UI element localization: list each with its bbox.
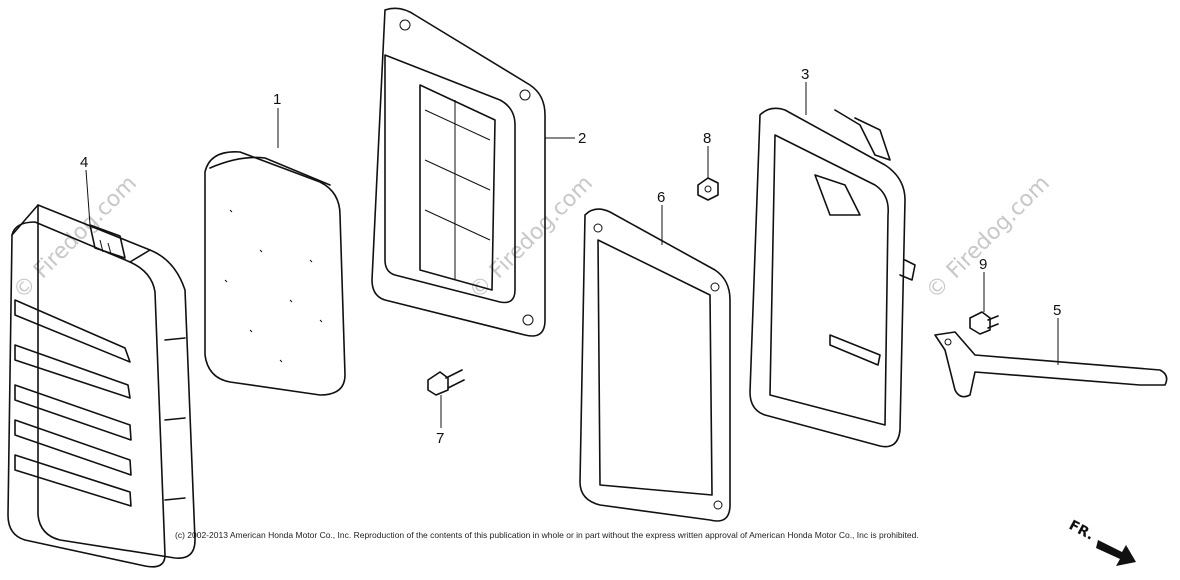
front-direction-indicator: FR. <box>1066 517 1136 566</box>
watermark-right: © Firedog.com <box>922 171 1055 304</box>
callout-3: 3 <box>801 66 809 83</box>
part-1-air-filter-element <box>204 151 346 396</box>
watermark-left: © Firedog.com <box>9 171 142 304</box>
leader-lines <box>85 82 1059 428</box>
watermarks: © Firedog.com © Firedog.com © Firedog.co… <box>9 171 1055 304</box>
callout-6: 6 <box>657 189 665 206</box>
callout-9: 9 <box>979 256 987 273</box>
part-3-back-plate <box>749 107 916 448</box>
callout-2: 2 <box>578 130 586 147</box>
callouts: 1 2 3 4 5 6 7 8 9 <box>80 66 1061 447</box>
copyright-notice: (c) 2002-2013 American Honda Motor Co., … <box>175 530 919 540</box>
callout-5: 5 <box>1053 302 1061 319</box>
direction-arrow-icon <box>1096 540 1136 566</box>
callout-7: 7 <box>436 430 444 447</box>
callout-1: 1 <box>273 91 281 108</box>
callout-8: 8 <box>703 130 711 147</box>
callout-4: 4 <box>80 154 88 171</box>
direction-label: FR. <box>1066 517 1096 543</box>
part-6-gasket <box>579 208 731 522</box>
part-2-air-cleaner-case <box>371 7 546 337</box>
part-8-nut <box>697 177 719 201</box>
part-9-screw <box>969 311 999 335</box>
part-4-air-cleaner-cover <box>7 204 196 568</box>
part-5-bracket <box>934 331 1168 398</box>
part-7-bolt <box>427 369 465 396</box>
